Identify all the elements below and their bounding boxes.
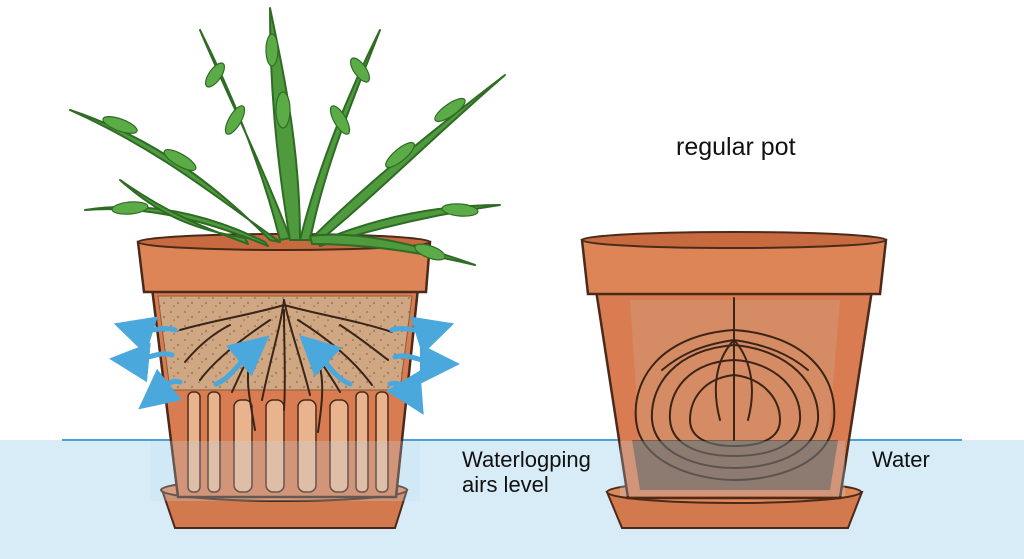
fern-icon (69, 7, 506, 266)
airflow-arrow-icon (392, 343, 460, 384)
airflow-arrow-icon (138, 368, 183, 410)
airflow-arrow-icon (389, 316, 455, 355)
waterlogging-label-line2: airs level (462, 472, 549, 498)
waterlogging-label: Waterlogping airs level (462, 447, 591, 498)
left-pot-slots (187, 391, 389, 493)
airflow-arrows (109, 316, 460, 415)
water-label: Water (872, 447, 930, 472)
airflow-arrow-icon (299, 334, 353, 387)
airflow-arrow-icon (113, 316, 178, 355)
water-overlay (150, 441, 845, 501)
airflow-arrow-icon (213, 335, 270, 387)
airflow-arrow-icon (109, 342, 175, 383)
right-roots (634, 297, 836, 482)
waterlogging-label-line1: Waterlogping (462, 447, 591, 472)
regular-pot-label: regular pot (676, 133, 796, 161)
airflow-arrow-icon (385, 370, 424, 415)
